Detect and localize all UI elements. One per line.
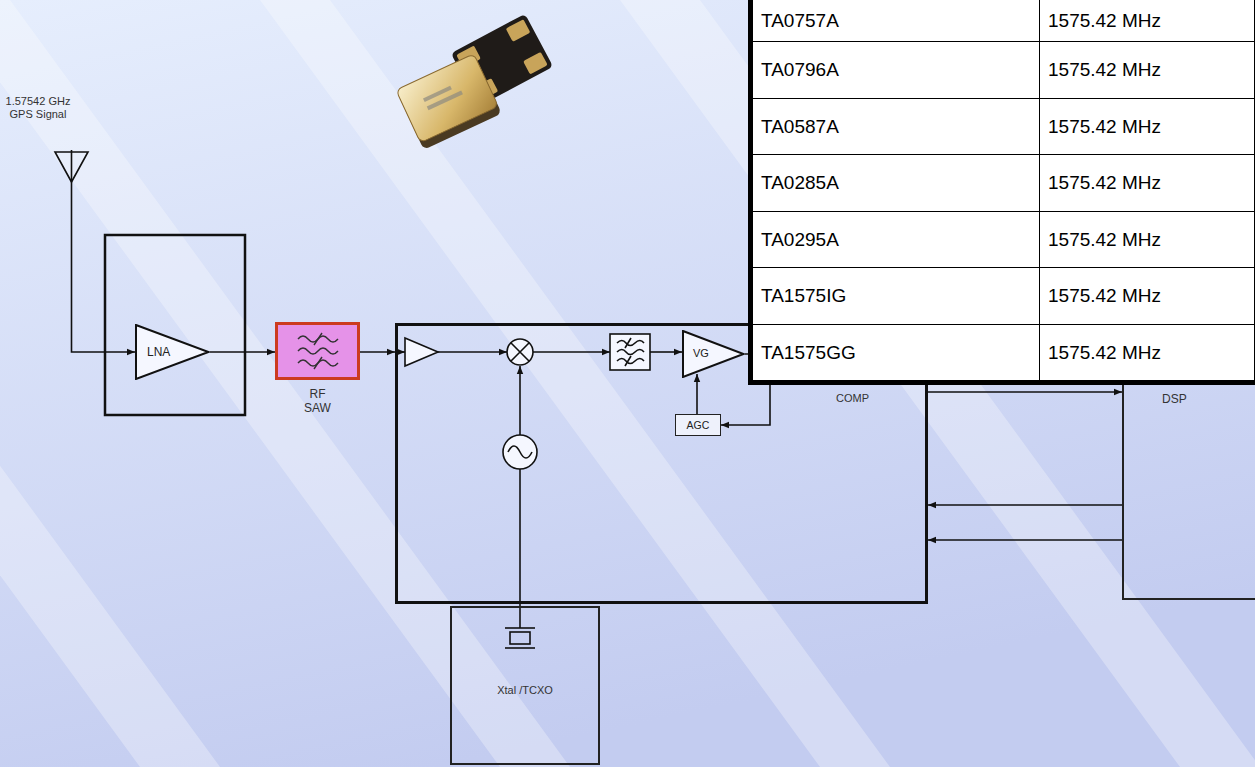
signal-connector xyxy=(928,539,1122,541)
triangle-shape xyxy=(683,331,744,377)
triangle-shape xyxy=(136,325,209,379)
oscillator-box: Xtal /TCXO xyxy=(450,606,600,765)
signal-connector xyxy=(210,351,275,353)
table-cell: TA0796A xyxy=(748,42,1040,99)
filter-strike xyxy=(314,333,322,369)
signal-connector xyxy=(360,351,395,353)
table-cell: 1575.42 MHz xyxy=(1040,212,1255,269)
table-cell: 1575.42 MHz xyxy=(1040,99,1255,156)
table-cell-text: 1575.42 MHz xyxy=(1048,155,1254,211)
table-cell-text: TA0295A xyxy=(761,212,1039,268)
table-cell-text: TA0796A xyxy=(761,42,1039,98)
crystal-symbol xyxy=(505,606,535,648)
node-label: LNA xyxy=(147,345,170,359)
antenna-symbol xyxy=(55,150,135,352)
table-cell-text: 1575.42 MHz xyxy=(1048,99,1254,155)
table-cell: TA1575IG xyxy=(748,268,1040,325)
table-cell: TA0285A xyxy=(748,155,1040,212)
amplifier-triangle: LNA xyxy=(135,324,210,380)
node-label: RF SAW xyxy=(296,387,340,416)
table-cell-text: 1575.42 MHz xyxy=(1048,268,1254,324)
table-cell-text: TA0757A xyxy=(761,0,1039,41)
table-cell: 1575.42 MHz xyxy=(1040,0,1255,42)
signal-label: 1.57542 GHz GPS Signal xyxy=(2,95,74,121)
table-cell: TA1575GG xyxy=(748,325,1040,386)
table-cell-text: TA0285A xyxy=(761,155,1039,211)
node-label: DSP xyxy=(1162,392,1187,406)
node-label: AGC xyxy=(687,419,710,432)
node-label: Xtal /TCXO xyxy=(497,684,553,697)
table-cell-text: 1575.42 MHz xyxy=(1048,42,1254,98)
table-cell-text: 1575.42 MHz xyxy=(1048,212,1254,268)
table-cell: TA0295A xyxy=(748,212,1040,269)
table-cell-text: TA1575IG xyxy=(761,268,1039,324)
crystal-package-front xyxy=(396,54,502,150)
table-cell: 1575.42 MHz xyxy=(1040,325,1255,386)
table-cell: 1575.42 MHz xyxy=(1040,268,1255,325)
filter-symbol xyxy=(278,325,357,377)
node-label: COMP xyxy=(836,392,869,405)
signal-connector xyxy=(928,391,1122,393)
table-cell: 1575.42 MHz xyxy=(1040,42,1255,99)
table-cell: TA0757A xyxy=(748,0,1040,42)
table-cell: 1575.42 MHz xyxy=(1040,155,1255,212)
amplifier-triangle: VG xyxy=(682,330,745,378)
receiver-chain xyxy=(395,334,697,604)
triangle-outline xyxy=(682,330,745,378)
agc-box: AGC xyxy=(675,414,721,436)
table-cell-text: 1575.42 MHz xyxy=(1048,0,1254,41)
dsp-box: DSP xyxy=(1122,350,1255,600)
node-label: VG xyxy=(693,347,709,360)
table-cell: TA0587A xyxy=(748,99,1040,156)
lna-module-box xyxy=(105,235,245,415)
label-holder: 1.57542 GHz GPS Signal xyxy=(2,95,74,121)
table-cell-text: 1575.42 MHz xyxy=(1048,325,1254,381)
filter-wave xyxy=(298,348,338,354)
saw-filter-box: RF SAW xyxy=(275,322,360,380)
table-cell-text: TA0587A xyxy=(761,99,1039,155)
table-cell-text: TA1575GG xyxy=(761,325,1039,381)
signal-connector xyxy=(928,504,1122,506)
triangle-outline xyxy=(135,324,210,380)
